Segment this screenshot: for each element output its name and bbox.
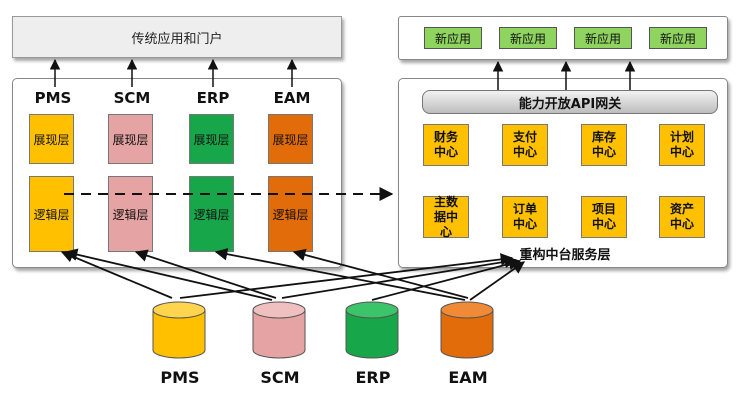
arrow-db-pms-to-service: [179, 253, 514, 299]
arrow-db-eam-to-erp-logic: [214, 247, 466, 301]
erp-presentation-layer: 展现层: [189, 114, 234, 164]
arrow-db-eam-to-service: [469, 261, 526, 301]
center-planning-label: 计划中心: [669, 130, 694, 159]
new-app-1: 新应用: [424, 27, 482, 49]
arrow-db-erp-to-service: [371, 257, 522, 301]
db-label-scm: SCM: [260, 368, 300, 387]
new-app-3-label: 新应用: [584, 31, 621, 46]
pms-presentation-label: 展现层: [33, 132, 70, 147]
center-asset-label: 资产中心: [669, 202, 694, 231]
center-inventory: 库存中心: [581, 124, 627, 166]
new-app-3: 新应用: [574, 27, 632, 49]
legacy-portal-box: 传统应用和门户: [12, 16, 342, 58]
system-name-eam: EAM: [273, 89, 311, 107]
center-finance-label: 财务中心: [433, 130, 458, 159]
new-app-1-label: 新应用: [434, 31, 471, 46]
arrow-db-pms-to-pms-logic: [60, 250, 173, 299]
center-master-data-label: 主数据中心: [433, 194, 458, 239]
center-inventory-label: 库存中心: [591, 130, 616, 159]
scm-logic-label: 逻辑层: [112, 207, 149, 222]
eam-logic-layer: 逻辑层: [268, 176, 313, 252]
db-label-pms: PMS: [160, 368, 200, 387]
scm-presentation-label: 展现层: [112, 132, 149, 147]
center-order: 订单中心: [502, 196, 548, 238]
legacy-portal-label: 传统应用和门户: [131, 31, 223, 47]
scm-logic-layer: 逻辑层: [108, 176, 153, 252]
new-app-2: 新应用: [499, 27, 557, 49]
eam-presentation-layer: 展现层: [268, 114, 313, 164]
service-layer-label: 重构中台服务层: [519, 248, 611, 263]
database-pms: [152, 301, 206, 359]
system-name-erp: ERP: [196, 89, 230, 107]
db-label-eam: EAM: [448, 368, 488, 387]
scm-presentation-layer: 展现层: [108, 114, 153, 164]
center-payment-label: 支付中心: [512, 130, 537, 159]
pms-presentation-layer: 展现层: [29, 114, 74, 164]
api-gateway-label: 能力开放API网关: [518, 96, 622, 112]
arrow-db-scm-to-scm-logic: [134, 249, 277, 299]
system-name-pms: PMS: [34, 89, 72, 107]
pms-logic-label: 逻辑层: [33, 207, 70, 222]
erp-presentation-label: 展现层: [193, 132, 230, 147]
db-label-erp: ERP: [355, 368, 391, 387]
erp-logic-layer: 逻辑层: [189, 176, 234, 252]
system-name-scm: SCM: [113, 89, 151, 107]
center-project: 项目中心: [581, 196, 627, 238]
center-master-data: 主数据中心: [423, 194, 469, 239]
center-order-label: 订单中心: [512, 202, 537, 231]
eam-logic-label: 逻辑层: [272, 207, 309, 222]
arrow-db-eam-to-eam-logic: [292, 248, 469, 299]
center-asset: 资产中心: [659, 196, 705, 238]
center-payment: 支付中心: [502, 124, 548, 166]
database-eam: [440, 301, 494, 359]
center-planning: 计划中心: [659, 124, 705, 166]
database-erp: [345, 301, 399, 359]
eam-presentation-label: 展现层: [272, 132, 309, 147]
new-app-4: 新应用: [649, 27, 707, 49]
new-app-2-label: 新应用: [509, 31, 546, 46]
arrow-db-scm-to-pms-logic: [64, 248, 273, 301]
new-app-4-label: 新应用: [659, 31, 696, 46]
center-project-label: 项目中心: [591, 202, 616, 231]
erp-logic-label: 逻辑层: [193, 207, 230, 222]
arrow-db-scm-to-service: [281, 255, 518, 299]
database-scm: [252, 301, 306, 359]
center-finance: 财务中心: [423, 124, 469, 166]
pms-logic-layer: 逻辑层: [29, 176, 74, 252]
api-gateway: 能力开放API网关: [422, 90, 718, 114]
